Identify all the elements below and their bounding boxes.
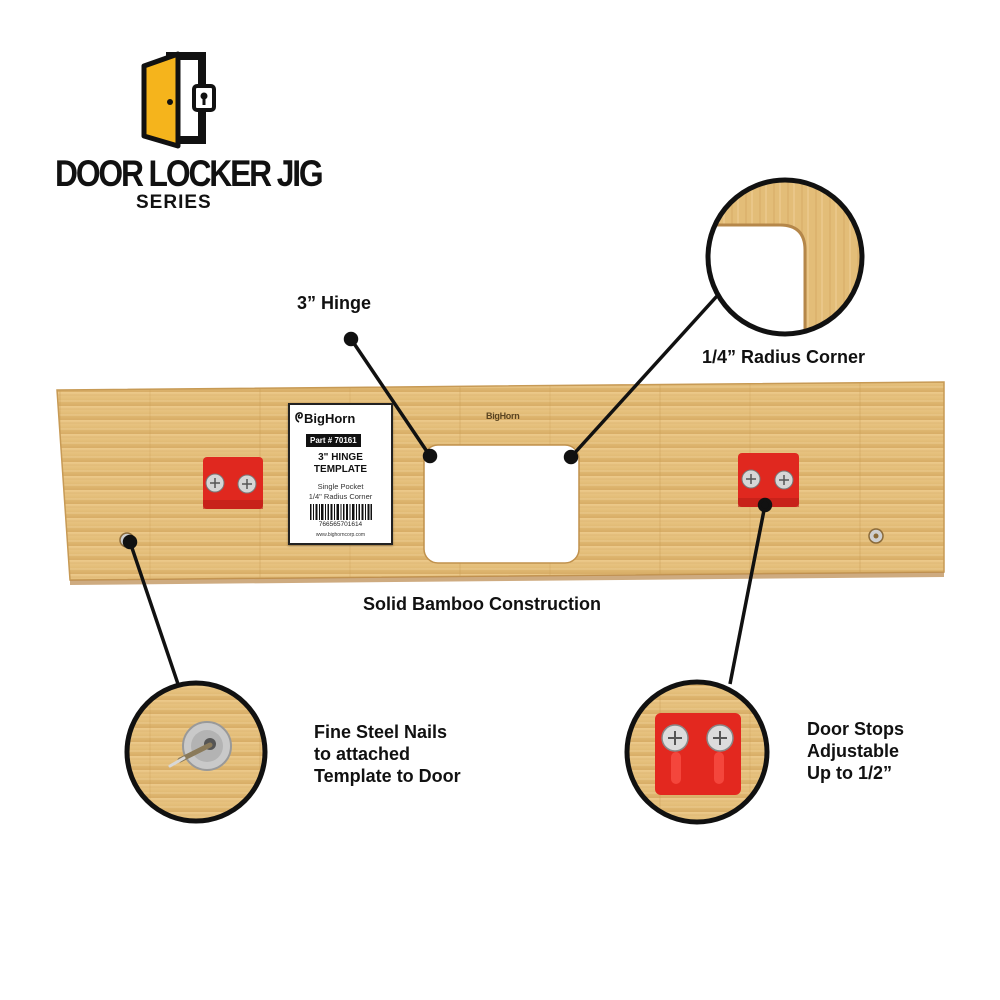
logo-subtitle: SERIES (136, 192, 212, 213)
bighorn-icon (295, 412, 303, 423)
product-label: BigHorn Part # 70161 3" HINGE TEMPLATE S… (288, 403, 393, 545)
label-brand: BigHorn (304, 411, 356, 426)
logo-title: DOOR LOCKER JIG (55, 153, 324, 194)
callout-construction: Solid Bamboo Construction (363, 594, 601, 614)
callout-radius-corner: 1/4” Radius Corner (702, 347, 866, 367)
label-description: Single Pocket 1/4" Radius Corner (308, 482, 373, 501)
label-title: 3" HINGE TEMPLATE (313, 452, 368, 475)
radius-corner-zoom (705, 177, 865, 337)
label-part-number: Part # 70161 (306, 434, 361, 447)
nail-zoom (124, 680, 268, 824)
callout-door-stops: Door Stops Adjustable Up to 1/2” (807, 719, 904, 783)
barcode (310, 504, 372, 520)
leader-lines (122, 294, 773, 685)
callout-nails: Fine Steel Nails to attached Template to… (314, 722, 461, 786)
barcode-number: 766565701614 (318, 521, 363, 528)
nail-right (868, 528, 884, 544)
bamboo-board (56, 381, 945, 585)
label-website: www.bighorncorp.com (315, 532, 366, 538)
door-lock-icon (141, 51, 216, 149)
door-stop-left (203, 457, 263, 509)
door-stop-zoom (624, 679, 770, 825)
board-brand-mark: BigHorn (486, 411, 520, 421)
callout-hinge: 3” Hinge (297, 293, 372, 313)
